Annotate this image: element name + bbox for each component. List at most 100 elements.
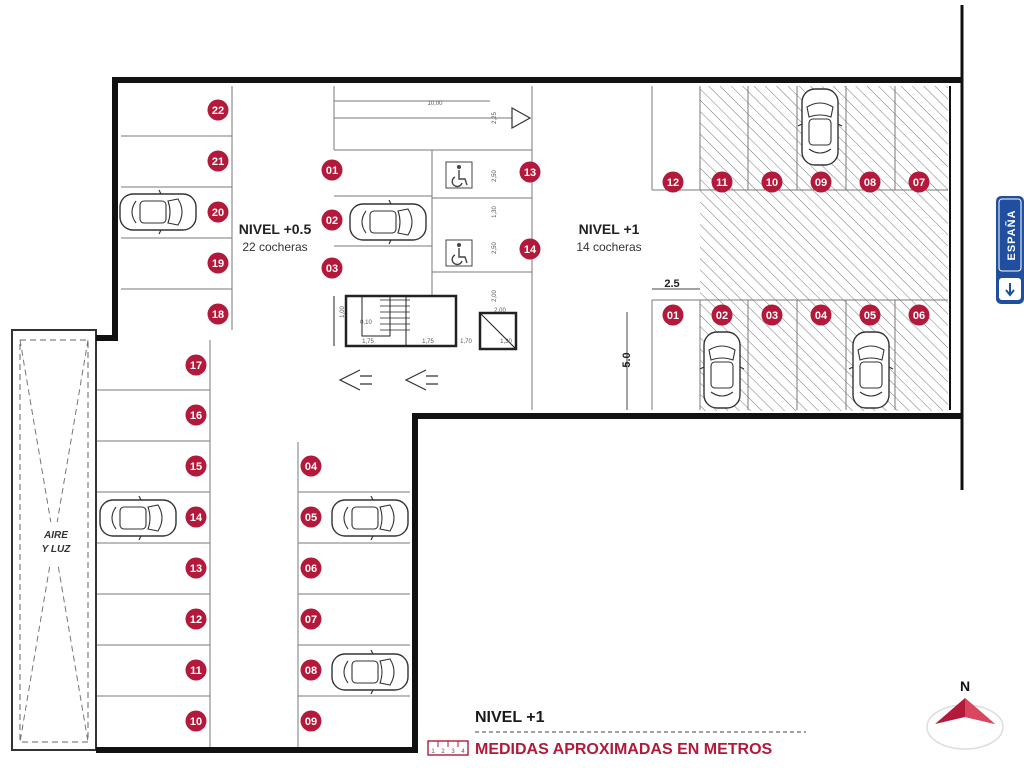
dim-side: 1,30 [492,206,498,218]
spot-marker-half-03: 03 [321,257,343,279]
spot-marker-half-14: 14 [185,506,207,528]
aire-luz-label: AIRE [43,530,68,541]
spot-marker-half-20: 20 [207,201,229,223]
svg-text:06: 06 [913,310,925,322]
outer-walls [96,5,964,753]
dim-stair: 1,75 [362,339,374,345]
spot-marker-half-13: 13 [185,557,207,579]
spot-markers-one: 13 14 12 11 10 09 08 07 01 02 03 04 05 0… [519,161,930,326]
spot-marker-one-12: 12 [662,171,684,193]
svg-text:02: 02 [716,310,728,322]
dim-stair: 1,00 [340,306,346,318]
spot-marker-one-02: 02 [711,304,733,326]
legend-note: MEDIDAS APROXIMADAS EN METROS [475,741,773,758]
svg-text:11: 11 [190,665,202,677]
flow-arrows [338,106,532,391]
spot-marker-one-03: 03 [761,304,783,326]
svg-text:07: 07 [913,177,925,189]
svg-text:21: 21 [212,156,224,168]
street-sign: ESPAÑA [996,196,1024,304]
spot-marker-one-05: 05 [859,304,881,326]
dimension-labels: 10,00 2,25 2,50 1,30 2,50 2,00 1,00 0,10… [340,101,680,368]
stall-lines [96,86,948,750]
spot-marker-half-05: 05 [300,506,322,528]
north-compass: N [926,678,1004,750]
svg-text:09: 09 [305,716,317,728]
svg-text:05: 05 [305,512,317,524]
level-one-title: NIVEL +1 [579,221,640,237]
spot-marker-one-09: 09 [810,171,832,193]
svg-text:12: 12 [667,177,679,189]
north-letter: N [960,678,970,694]
spot-marker-half-12: 12 [185,608,207,630]
legend-title: NIVEL +1 [475,709,545,726]
svg-text:14: 14 [524,244,537,256]
accessible-parking-icon [445,239,473,267]
spot-marker-half-16: 16 [185,404,207,426]
svg-text:08: 08 [305,665,317,677]
dim-elevator: 1,30 [500,339,512,345]
svg-text:14: 14 [190,512,203,524]
spot-marker-one-13: 13 [519,161,541,183]
level-half-title: NIVEL +0.5 [239,221,312,237]
aire-luz-shaft: AIRE Y LUZ [11,329,97,751]
level-one-subtitle: 14 cocheras [576,240,641,254]
svg-text:10: 10 [190,716,202,728]
svg-text:09: 09 [815,177,827,189]
spot-marker-one-04: 04 [810,304,832,326]
spot-marker-half-17: 17 [185,354,207,376]
spot-marker-one-14: 14 [519,238,541,260]
svg-text:13: 13 [190,563,202,575]
dim-side: 2,50 [492,170,498,182]
spot-marker-half-19: 19 [207,252,229,274]
svg-text:22: 22 [212,105,224,117]
svg-text:12: 12 [190,614,202,626]
svg-text:18: 18 [212,309,224,321]
dim-stall-depth: 5.0 [621,352,633,367]
svg-text:11: 11 [716,177,728,189]
dim-side: 2,25 [492,112,498,124]
svg-text:03: 03 [766,310,778,322]
svg-text:02: 02 [326,215,338,227]
accessible-parking-icon [445,161,473,189]
spot-markers-half: 22 21 20 19 18 17 16 15 14 13 12 11 10 0… [185,99,343,732]
level-half-subtitle: 22 cocheras [242,240,307,254]
spot-marker-one-10: 10 [761,171,783,193]
svg-text:10: 10 [766,177,778,189]
svg-text:08: 08 [864,177,876,189]
dim-ramp-width: 10,00 [427,101,443,107]
dim-stall-width: 2.5 [664,278,679,290]
dim-side: 2,00 [492,290,498,302]
svg-text:4: 4 [461,749,465,755]
dim-stair: 0,10 [360,320,372,326]
street-name: ESPAÑA [1005,209,1018,260]
svg-text:16: 16 [190,410,202,422]
spot-marker-half-02: 02 [321,209,343,231]
spot-marker-half-01: 01 [321,159,343,181]
svg-text:17: 17 [190,360,202,372]
spot-marker-half-15: 15 [185,455,207,477]
spot-marker-half-21: 21 [207,150,229,172]
svg-text:13: 13 [524,167,536,179]
spot-marker-half-18: 18 [207,303,229,325]
spot-marker-one-06: 06 [908,304,930,326]
svg-text:3: 3 [451,749,455,755]
svg-text:07: 07 [305,614,317,626]
spot-marker-half-10: 10 [185,710,207,732]
svg-text:04: 04 [305,461,318,473]
spot-marker-half-22: 22 [207,99,229,121]
dim-stair: 1,70 [460,339,472,345]
svg-text:06: 06 [305,563,317,575]
svg-text:01: 01 [326,165,338,177]
spot-marker-half-11: 11 [185,659,207,681]
spot-marker-one-11: 11 [711,171,733,193]
svg-text:1: 1 [431,749,435,755]
svg-text:2: 2 [441,749,445,755]
svg-text:01: 01 [667,310,679,322]
svg-text:04: 04 [815,310,828,322]
legend: NIVEL +1 1 2 3 4 MEDIDAS APROXIMADAS EN … [427,709,806,758]
spot-marker-one-08: 08 [859,171,881,193]
spot-marker-half-09: 09 [300,710,322,732]
spot-marker-half-06: 06 [300,557,322,579]
